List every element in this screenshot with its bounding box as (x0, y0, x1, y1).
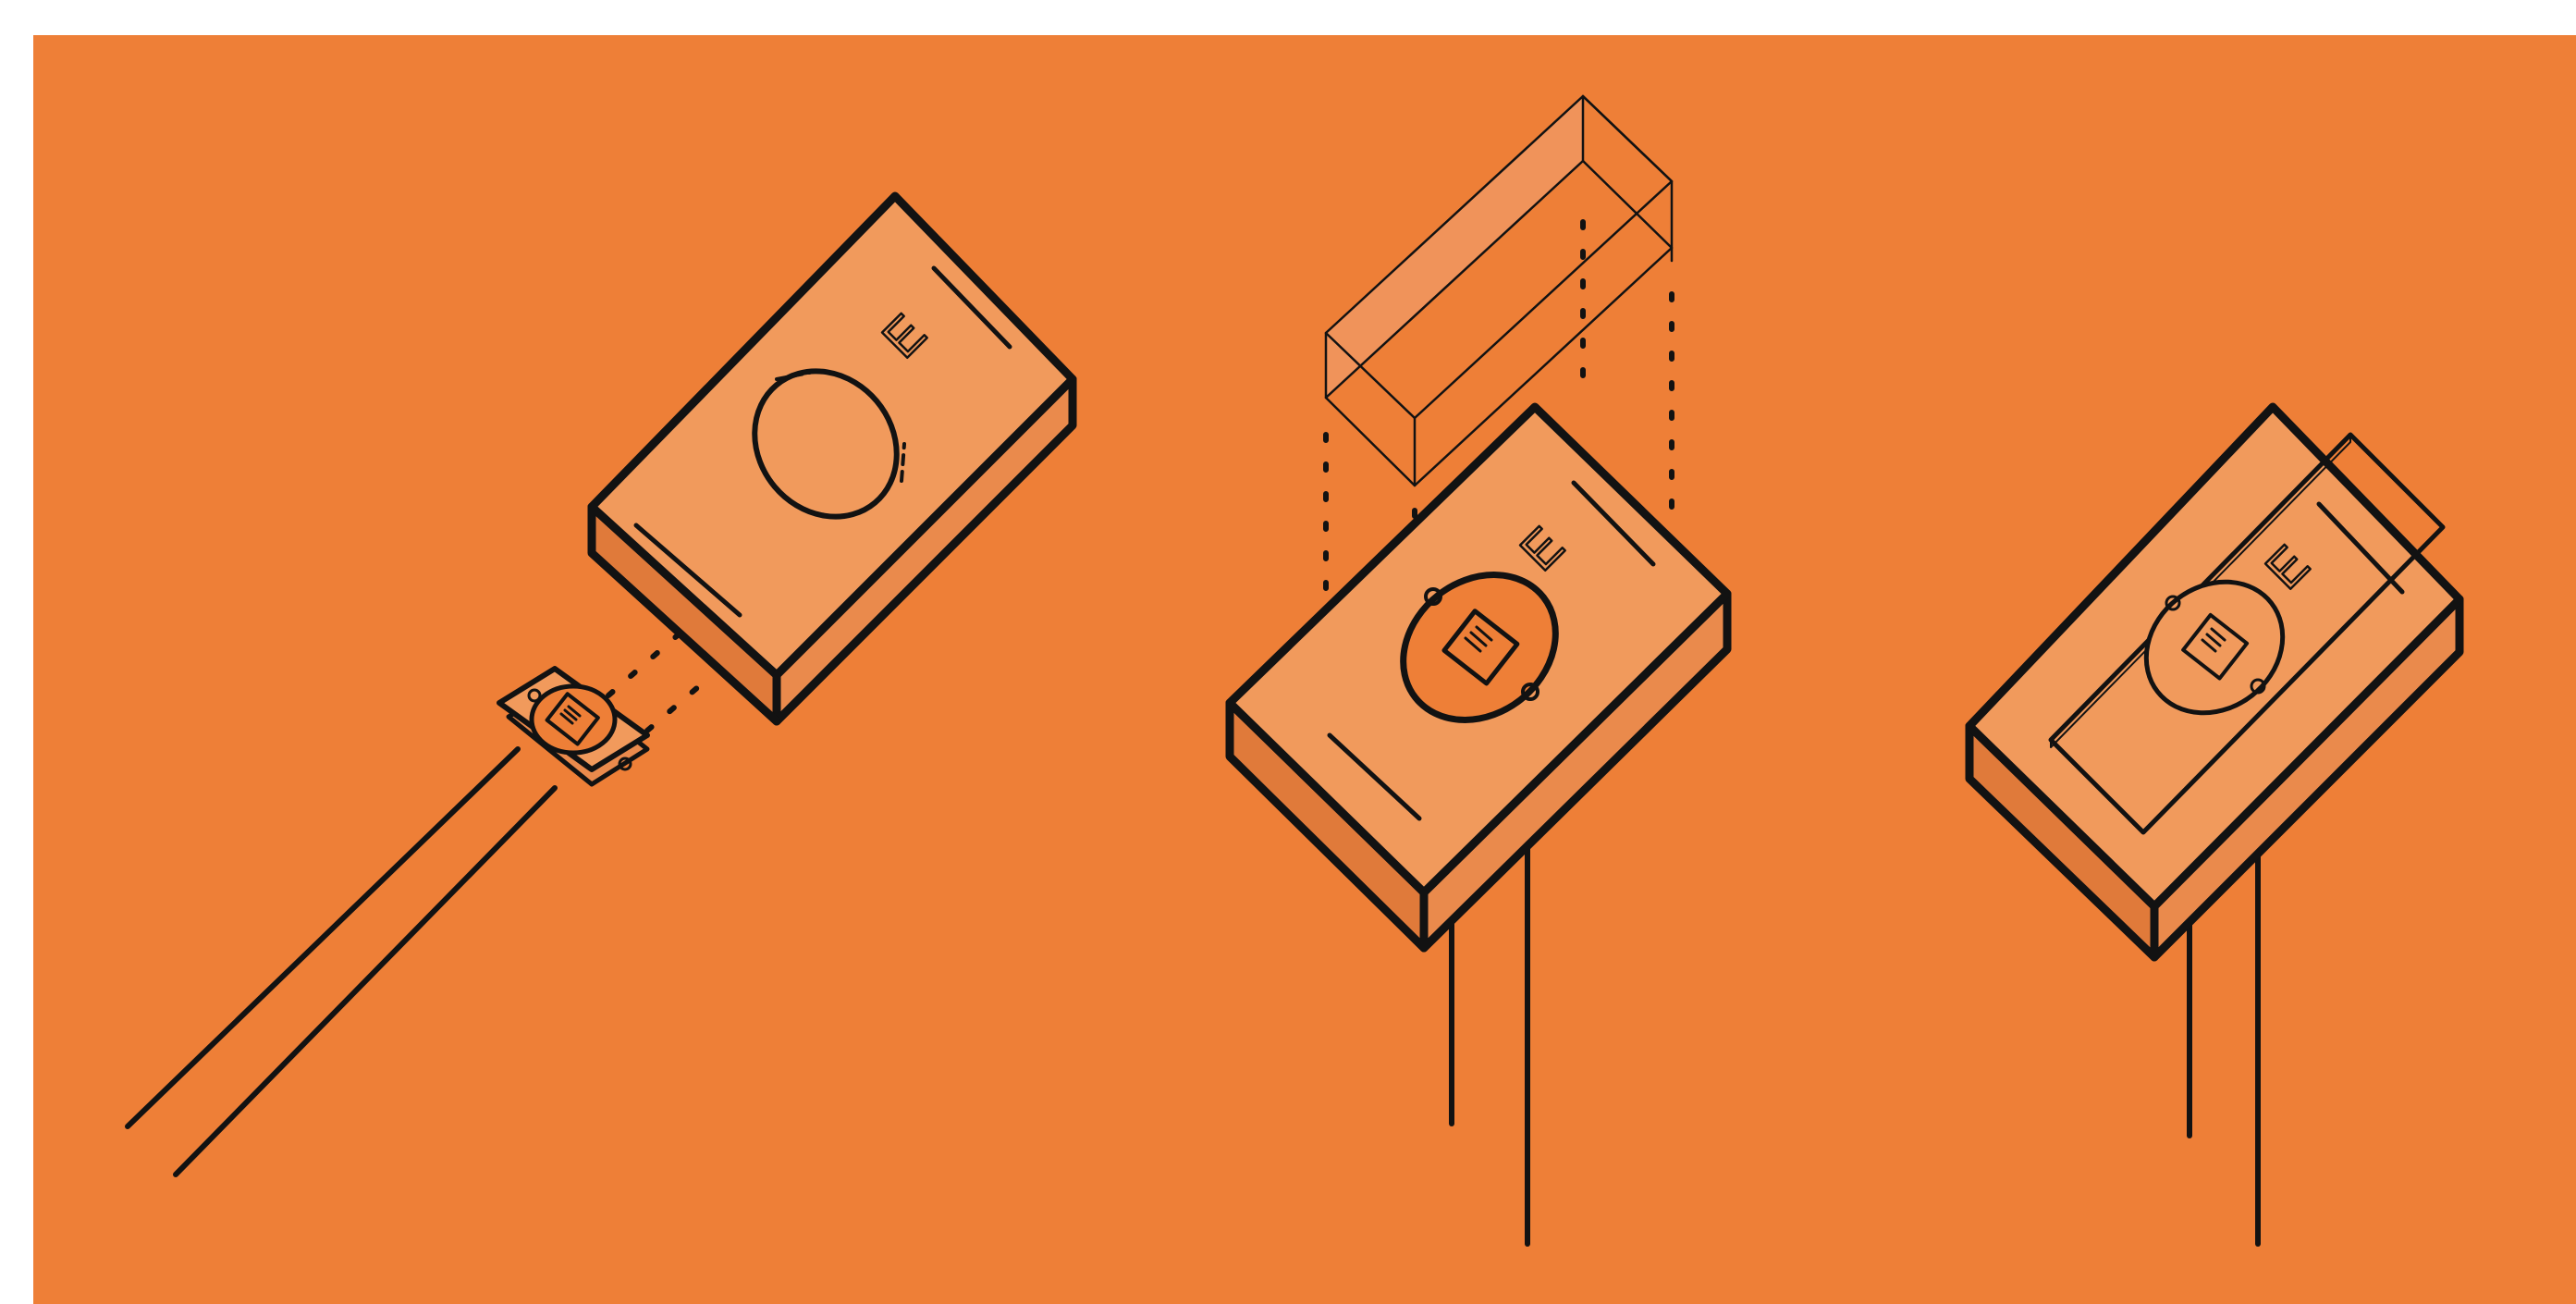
assembly-diagram: E (0, 0, 2576, 1304)
